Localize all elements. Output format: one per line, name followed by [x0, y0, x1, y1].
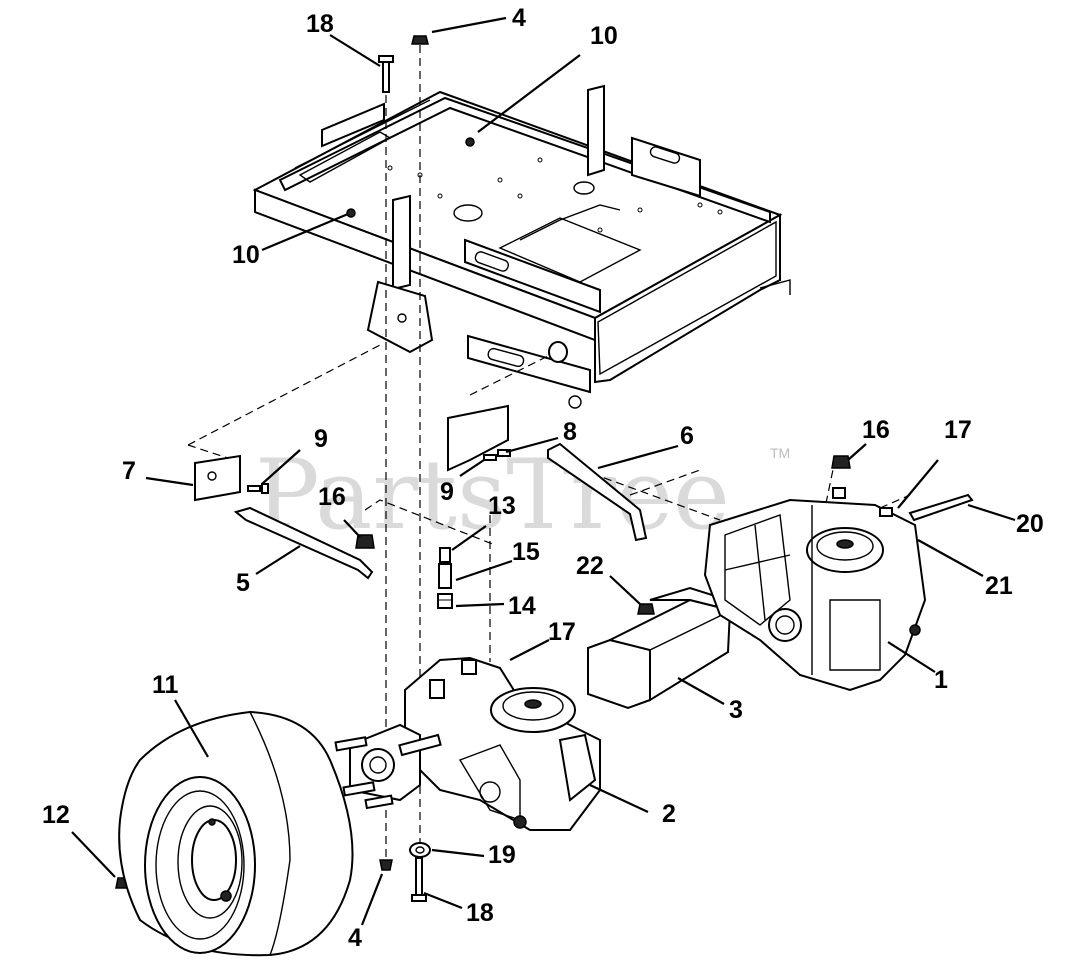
callout-9: 9 [440, 478, 454, 506]
callout-14: 14 [508, 592, 536, 620]
callout-9: 9 [314, 425, 328, 453]
callout-21: 21 [985, 572, 1013, 600]
callout-17: 17 [944, 416, 972, 444]
callout-11: 11 [152, 671, 179, 699]
frame [252, 84, 791, 409]
callout-6: 6 [680, 422, 694, 450]
transmission-right [703, 487, 927, 692]
callout-2: 2 [662, 800, 676, 828]
callouts: 18 4 10 10 9 8 6 16 17 7 9 16 13 20 15 5… [42, 4, 1044, 952]
callout-19: 19 [488, 841, 516, 869]
callout-5: 5 [236, 569, 250, 597]
wheel [118, 710, 354, 957]
axle-hub [334, 723, 442, 810]
callout-12: 12 [42, 801, 70, 829]
callout-16: 16 [862, 416, 890, 444]
callout-7: 7 [122, 457, 136, 485]
callout-15: 15 [512, 538, 540, 566]
callout-3: 3 [729, 696, 743, 724]
small-parts [115, 35, 974, 902]
callout-20: 20 [1016, 510, 1044, 538]
callout-4: 4 [348, 924, 362, 952]
callout-16: 16 [318, 483, 346, 511]
transmission-left [404, 656, 601, 831]
callout-13: 13 [488, 492, 516, 520]
watermark-trademark: TM [770, 445, 790, 461]
callout-18: 18 [306, 10, 334, 38]
callout-4: 4 [512, 4, 526, 32]
callout-18: 18 [466, 899, 494, 927]
bracket-3 [587, 586, 732, 710]
callout-17: 17 [548, 618, 576, 646]
leader-lines [71, 16, 1016, 926]
callout-22: 22 [576, 552, 604, 580]
callout-1: 1 [934, 666, 948, 694]
callout-10: 10 [590, 22, 618, 50]
callout-10: 10 [232, 241, 260, 269]
callout-8: 8 [563, 418, 577, 446]
